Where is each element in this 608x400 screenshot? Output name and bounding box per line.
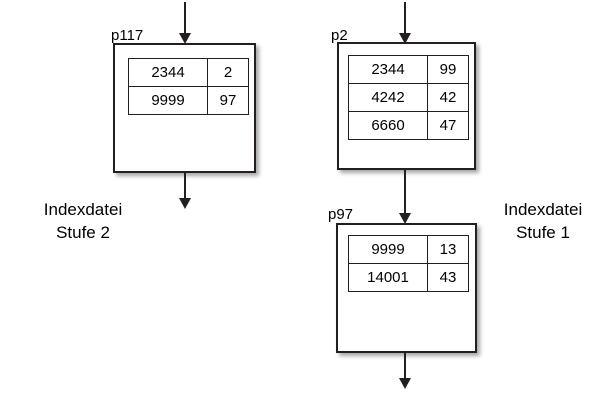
table-row: 14001 43: [348, 263, 469, 292]
node-label-p117: p117: [111, 27, 144, 44]
entry-pointer: 47: [427, 111, 469, 140]
entry-pointer: 2: [207, 58, 249, 87]
arrow-p2-to-p97: [399, 170, 411, 224]
table-row: 2344 2: [128, 58, 249, 87]
node-label-p2: p2: [331, 27, 348, 44]
arrow-shaft: [404, 352, 406, 378]
entry-table-p117: 2344 2 9999 97: [128, 58, 249, 115]
arrow-head-icon: [399, 378, 411, 389]
arrow-head-icon: [179, 33, 191, 44]
caption-right-line1: Indexdatei: [503, 200, 583, 219]
entry-table-p2: 2344 99 4242 42 6660 47: [348, 55, 469, 140]
entry-key: 14001: [348, 263, 428, 292]
caption-left-line2: Stufe 2: [56, 223, 110, 242]
table-row: 6660 47: [348, 111, 469, 140]
entry-key: 9999: [348, 235, 428, 264]
arrow-head-icon: [399, 33, 411, 44]
table-row: 4242 42: [348, 83, 469, 112]
node-label-p97: p97: [328, 206, 354, 223]
entry-pointer: 13: [427, 235, 469, 264]
arrow-out-of-p97: [399, 352, 411, 389]
arrow-into-p2: [399, 2, 411, 44]
caption-left-level-2: Indexdatei Stufe 2: [18, 198, 148, 244]
caption-left-line1: Indexdatei: [43, 200, 123, 219]
arrow-into-p117: [179, 2, 191, 44]
table-row: 9999 97: [128, 86, 249, 115]
entry-key: 4242: [348, 83, 428, 112]
entry-pointer: 43: [427, 263, 469, 292]
caption-right-line2: Stufe 1: [516, 223, 570, 242]
table-row: 9999 13: [348, 235, 469, 264]
arrow-out-of-p117: [179, 172, 191, 209]
entry-pointer: 42: [427, 83, 469, 112]
arrow-shaft: [404, 170, 406, 213]
entry-pointer: 99: [427, 55, 469, 84]
arrow-shaft: [404, 2, 406, 33]
caption-right-level-1: Indexdatei Stufe 1: [488, 198, 598, 244]
entry-key: 2344: [128, 58, 208, 87]
entry-key: 2344: [348, 55, 428, 84]
arrow-head-icon: [399, 213, 411, 224]
entry-key: 9999: [128, 86, 208, 115]
arrow-head-icon: [179, 198, 191, 209]
arrow-shaft: [184, 2, 186, 33]
arrow-shaft: [184, 172, 186, 198]
table-row: 2344 99: [348, 55, 469, 84]
entry-key: 6660: [348, 111, 428, 140]
entry-pointer: 97: [207, 86, 249, 115]
entry-table-p97: 9999 13 14001 43: [348, 235, 469, 292]
